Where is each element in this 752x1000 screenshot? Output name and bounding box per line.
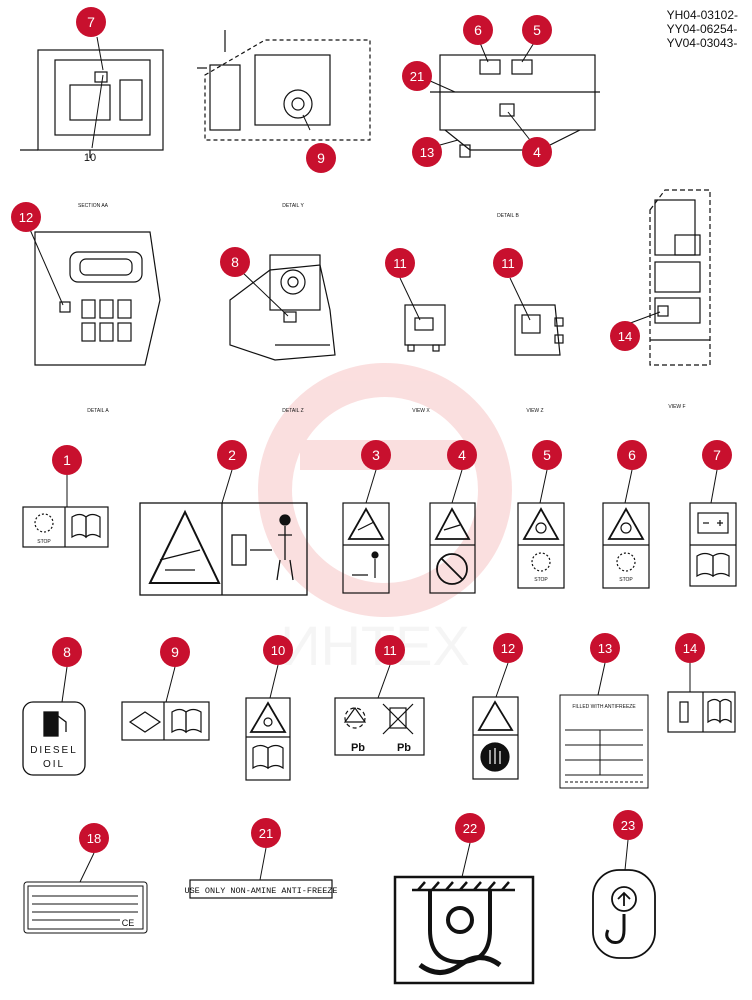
callout-decal-23: 23 xyxy=(621,818,635,833)
callout-decal-4: 4 xyxy=(458,447,466,463)
decal-21-text: USE ONLY NON-AMINE ANTI-FREEZE xyxy=(184,886,337,896)
decal-row-1-callouts: 1 2 3 4 5 6 7 xyxy=(52,440,732,507)
decal-18-ce: CE xyxy=(122,918,135,928)
decal-5 xyxy=(517,502,565,589)
decal-10 xyxy=(245,697,291,781)
callout-10: 10 xyxy=(84,152,96,164)
callout-decal-5: 5 xyxy=(543,447,551,463)
callout-decal-12: 12 xyxy=(501,641,515,656)
watermark: ИНТЕХ xyxy=(258,363,512,677)
callout-decal-11: 11 xyxy=(383,643,397,658)
drawing-rear-view xyxy=(430,54,600,158)
callout-decal-18: 18 xyxy=(87,831,101,846)
callout-decal-1: 1 xyxy=(63,452,71,468)
callout-decal-6: 6 xyxy=(628,447,636,463)
decal-23 xyxy=(592,869,656,959)
callout-decal-9: 9 xyxy=(171,644,179,660)
callout-11b: 11 xyxy=(501,256,515,271)
decal-4 xyxy=(429,502,476,594)
decal-6 xyxy=(602,502,650,589)
decal-row-2-callouts: 8 9 10 11 12 13 14 xyxy=(52,633,705,703)
decal-1 xyxy=(22,506,109,548)
decal-11-pb-left: Pb xyxy=(351,742,365,754)
callout-4: 4 xyxy=(533,144,541,160)
decal-8 xyxy=(22,701,86,776)
view-label-detail-a: DETAIL A xyxy=(87,408,109,414)
drawing-callouts: 7 10 9 6 5 21 13 4 12 8 11 11 14 xyxy=(11,7,661,351)
callout-9: 9 xyxy=(317,150,325,166)
decal-13-title: FILLED WITH ANTIFREEZE xyxy=(572,704,636,710)
part-code: YY04-06254- xyxy=(666,22,738,36)
decal-8-diesel: DIESEL xyxy=(30,745,78,756)
decal-8-oil: OIL xyxy=(43,759,65,770)
callout-12: 12 xyxy=(19,210,33,225)
callout-decal-13: 13 xyxy=(598,641,612,656)
drawing-front-view xyxy=(197,30,371,141)
drawing-side-view-f xyxy=(649,189,711,366)
decal-11-pb-right: Pb xyxy=(397,742,411,754)
view-label-view-f: VIEW F xyxy=(668,404,685,410)
drawing-view-11b xyxy=(514,304,564,356)
view-label-view-x: VIEW X xyxy=(412,408,430,414)
callout-6: 6 xyxy=(474,22,482,38)
callout-14: 14 xyxy=(618,329,632,344)
part-code: YV04-03043- xyxy=(666,36,738,50)
view-label-detail-b: DETAIL B xyxy=(497,213,519,219)
decal-18 xyxy=(23,881,148,934)
part-code: YH04-03102- xyxy=(666,8,738,22)
decal-row-3-callouts: 18 21 22 23 xyxy=(79,810,643,883)
callout-decal-2: 2 xyxy=(228,447,236,463)
decal-6-stop: STOP xyxy=(619,577,633,583)
callout-decal-22: 22 xyxy=(463,821,477,836)
decal-5-stop: STOP xyxy=(534,577,548,583)
decal-3 xyxy=(342,502,390,594)
decal-9 xyxy=(121,701,210,741)
decal-7 xyxy=(689,502,737,587)
callout-13: 13 xyxy=(420,145,434,160)
view-label-view-z: VIEW Z xyxy=(526,408,543,414)
callout-decal-3: 3 xyxy=(372,447,380,463)
watermark-text: ИНТЕХ xyxy=(280,614,470,677)
decal-11 xyxy=(334,697,425,756)
decal-12 xyxy=(472,696,519,780)
part-codes: YH04-03102- YY04-06254- YV04-03043- xyxy=(667,8,738,50)
decal-2 xyxy=(139,502,308,596)
callout-decal-8: 8 xyxy=(63,644,71,660)
callout-decal-14: 14 xyxy=(683,641,697,656)
decal-22 xyxy=(393,875,535,985)
view-label-section-aa: SECTION AA xyxy=(78,203,109,209)
drawing-view-11a xyxy=(404,304,446,352)
decal-1-stop: STOP xyxy=(37,539,51,545)
decal-21 xyxy=(189,879,333,899)
view-label-detail-y: DETAIL Y xyxy=(282,203,304,209)
drawing-section-aa xyxy=(34,231,161,366)
callout-11a: 11 xyxy=(393,256,407,271)
callout-decal-7: 7 xyxy=(713,447,721,463)
callout-8: 8 xyxy=(231,254,239,270)
drawing-left-side xyxy=(20,49,164,158)
decal-14 xyxy=(667,691,736,733)
callout-5: 5 xyxy=(533,22,541,38)
callout-21: 21 xyxy=(410,69,424,84)
callout-decal-10: 10 xyxy=(271,643,285,658)
drawing-detail-y xyxy=(229,254,336,361)
view-label-detail-z: DETAIL Z xyxy=(282,408,303,414)
callout-7: 7 xyxy=(87,14,95,30)
callout-decal-21: 21 xyxy=(259,826,273,841)
decal-13 xyxy=(559,694,649,789)
